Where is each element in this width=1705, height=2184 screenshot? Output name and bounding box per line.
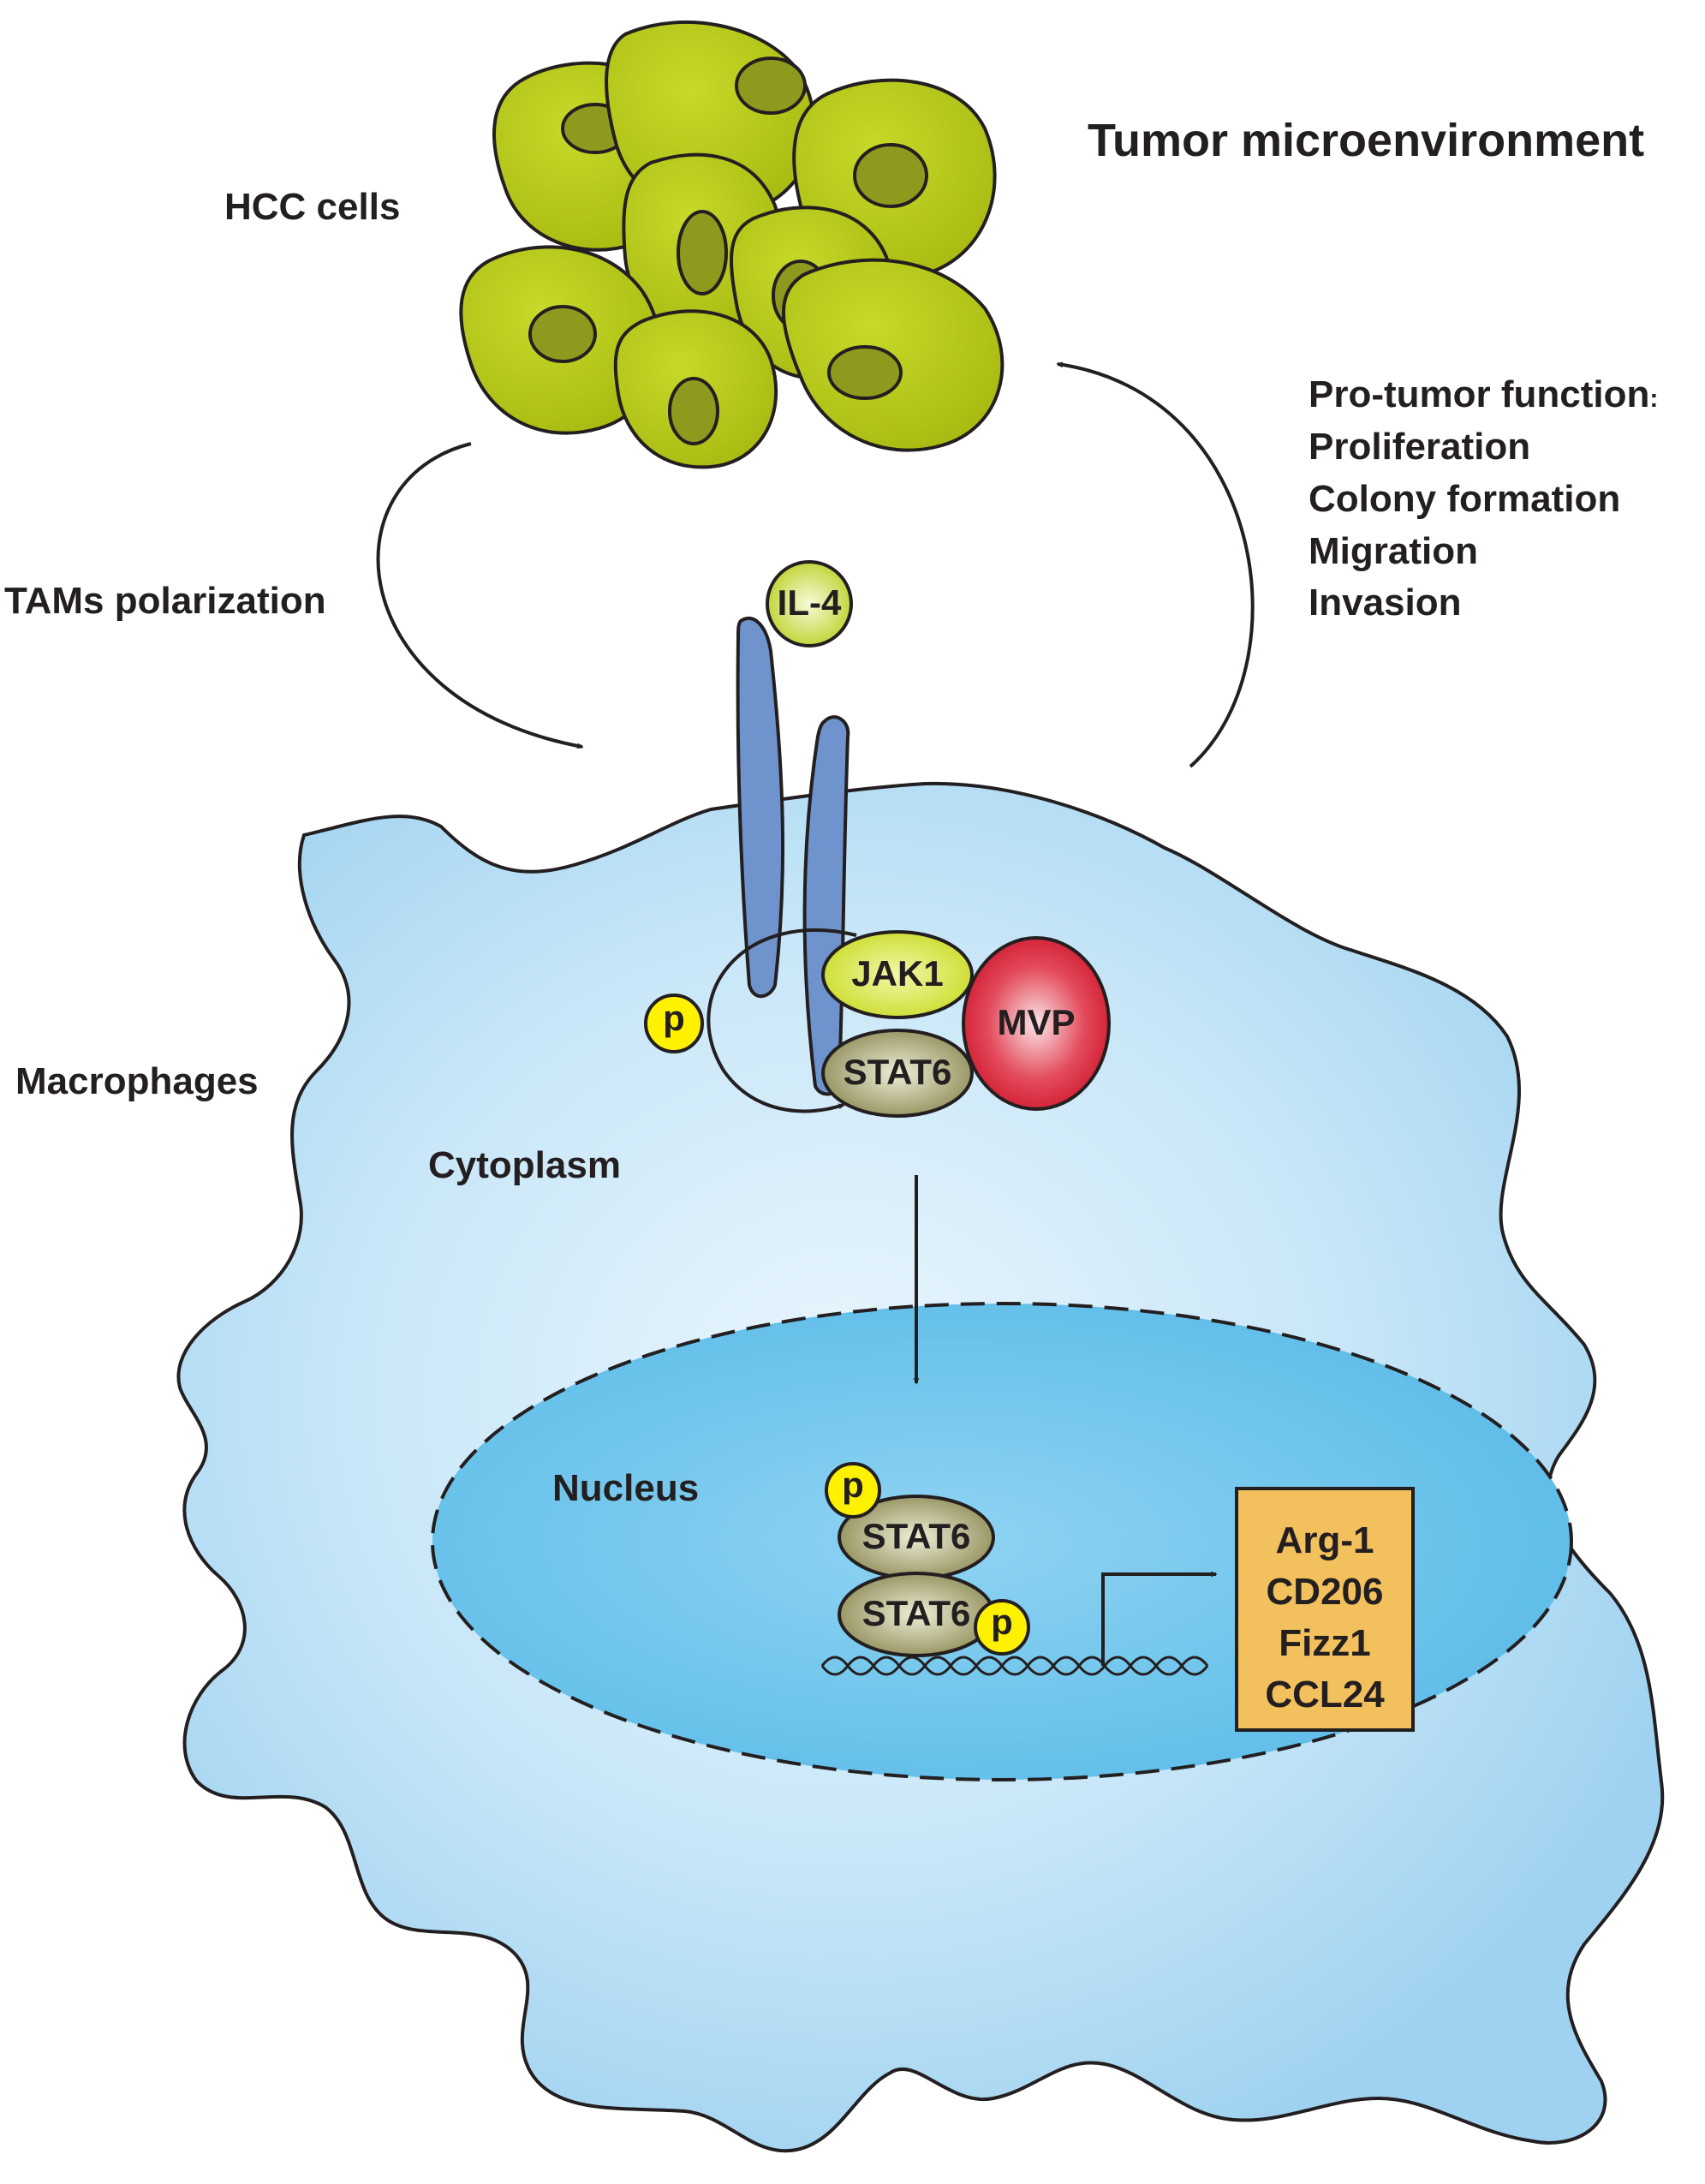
pro-tumor-item: Invasion <box>1309 582 1462 624</box>
phospho-label: p <box>663 998 685 1038</box>
stat6-label: STAT6 <box>862 1516 971 1556</box>
pro-tumor-item: Colony formation <box>1309 478 1620 520</box>
mvp-protein: MVP <box>962 936 1111 1111</box>
pro-tumor-item: Proliferation <box>1309 426 1530 468</box>
pro-tumor-arrow <box>1056 361 1255 768</box>
hcc-cell <box>613 309 778 469</box>
stat6-protein: STAT6 <box>838 1572 995 1657</box>
stat6-protein: STAT6 <box>821 1029 974 1118</box>
polarization-arrow <box>376 442 584 749</box>
pro-tumor-heading: Pro-tumor function: <box>1309 373 1658 415</box>
phosphorylation-arrow <box>706 928 857 1113</box>
il4-receptor-chain <box>736 616 785 999</box>
jak1-label: JAK1 <box>851 953 943 994</box>
target-gene: Fizz1 <box>1279 1622 1371 1664</box>
dna-helix <box>820 1656 1209 1676</box>
diagram-title: Tumor microenvironment <box>1088 115 1644 166</box>
target-gene: CD206 <box>1267 1571 1384 1613</box>
nucleus-label: Nucleus <box>552 1467 699 1509</box>
cytoplasm-label: Cytoplasm <box>428 1144 621 1186</box>
hcc-cell-cluster <box>459 20 1005 469</box>
il4-receptor-chain <box>802 715 850 1096</box>
tams-polarization-label: TAMs polarization <box>4 580 326 622</box>
phospho-group: p <box>974 1599 1030 1656</box>
hcc-cells-label: HCC cells <box>224 186 400 228</box>
mvp-label: MVP <box>997 1002 1075 1042</box>
stat6-label: STAT6 <box>862 1593 971 1633</box>
phospho-label: p <box>991 1602 1013 1642</box>
pro-tumor-function-list: Pro-tumor function: Proliferation Colony… <box>1309 373 1658 624</box>
phospho-label: p <box>842 1465 864 1505</box>
pro-tumor-item: Migration <box>1309 530 1478 572</box>
il4-ligand: IL-4 <box>766 560 853 647</box>
macrophages-label: Macrophages <box>15 1060 259 1102</box>
target-genes-box: Arg-1 CD206 Fizz1 CCL24 <box>1235 1487 1415 1732</box>
target-gene: Arg-1 <box>1276 1519 1374 1561</box>
hcc-cell <box>782 258 1005 452</box>
jak1-protein: JAK1 <box>821 930 974 1019</box>
transcription-arrow <box>1101 1571 1218 1666</box>
target-gene: CCL24 <box>1265 1674 1385 1716</box>
phospho-group: p <box>644 994 704 1053</box>
stat6-dimer: STAT6 STAT6 p p <box>825 1462 1030 1657</box>
stat6-label: STAT6 <box>844 1052 952 1092</box>
phospho-group: p <box>825 1462 881 1519</box>
hcc-cell <box>459 245 662 435</box>
il4-label: IL-4 <box>778 582 842 623</box>
